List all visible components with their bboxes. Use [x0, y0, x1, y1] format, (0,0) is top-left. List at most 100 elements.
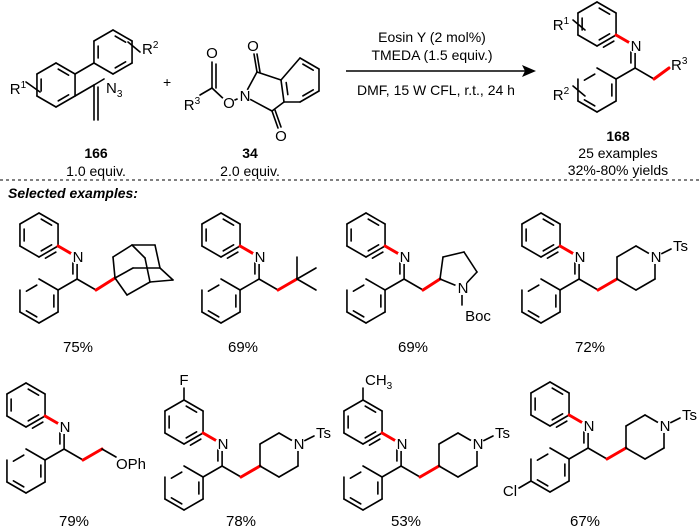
piperidine-nitrogen: N — [651, 249, 662, 266]
double-bond-line — [27, 388, 40, 396]
bond — [220, 278, 241, 291]
bond — [362, 465, 383, 478]
bond — [346, 212, 367, 225]
piperidine-nitrogen: N — [473, 436, 484, 453]
double-bond-line — [185, 431, 198, 439]
product-yield-range: 32%-80% yields — [568, 162, 668, 178]
bond — [365, 278, 386, 291]
double-bond-line — [602, 40, 615, 48]
yield-5: 79% — [59, 513, 89, 529]
bond — [112, 29, 133, 42]
bond — [239, 278, 260, 291]
atom-mask — [291, 437, 305, 451]
bond — [518, 480, 532, 489]
double-bond-line — [114, 35, 127, 43]
atom-mask — [581, 419, 596, 433]
azide-group-base: N — [106, 80, 117, 97]
bond — [25, 382, 46, 395]
double-bond-line — [25, 310, 38, 318]
ring-nitrogen: N — [255, 249, 266, 266]
reactant2-r3-base: R — [184, 97, 195, 114]
bond — [296, 278, 317, 291]
bond — [258, 278, 279, 291]
bond — [220, 245, 241, 258]
double-bond-line — [551, 413, 564, 421]
double-bond-line — [40, 218, 53, 226]
atom-mask — [70, 250, 85, 264]
methyl-substituent-sub: 3 — [387, 381, 393, 392]
reactant1-id: 166 — [84, 145, 108, 161]
bond — [271, 110, 279, 129]
bond — [55, 95, 76, 108]
selected-examples-title: Selected examples: — [8, 185, 138, 201]
bond — [540, 245, 561, 258]
bond — [365, 212, 386, 225]
double-bond-line — [302, 89, 315, 97]
chloro-substituent: Cl — [503, 483, 517, 500]
product-example-count: 25 examples — [578, 145, 657, 161]
bond — [362, 432, 383, 445]
bond — [540, 311, 561, 324]
bond — [616, 245, 637, 258]
double-bond-line — [189, 438, 202, 446]
bond — [6, 415, 27, 428]
bond — [253, 53, 258, 73]
bond — [568, 447, 589, 460]
atom-mask — [628, 39, 643, 53]
bond — [540, 212, 561, 225]
methyl-substituent-base: CH — [365, 372, 387, 389]
bond — [6, 382, 27, 395]
bond — [587, 447, 608, 460]
bond — [343, 498, 364, 511]
atom-mask — [252, 250, 267, 264]
double-bond-line — [367, 244, 380, 252]
double-bond-line — [349, 471, 362, 479]
boc-group: Boc — [465, 308, 491, 325]
ring-nitrogen: N — [584, 418, 595, 435]
bond — [616, 278, 637, 291]
adamantane-bond — [114, 277, 128, 296]
bond — [256, 71, 282, 81]
bond — [549, 381, 570, 394]
bond — [271, 101, 285, 112]
bond — [442, 251, 465, 258]
substituent-bond — [25, 81, 41, 93]
product-r2-sup: 2 — [564, 86, 570, 97]
new-bond — [239, 464, 262, 479]
bond — [93, 29, 114, 42]
reaction-arrow-head — [522, 65, 536, 77]
bond — [278, 465, 299, 478]
yield-6: 78% — [226, 513, 256, 529]
reactant2-r3-sup: 3 — [195, 96, 201, 107]
bond — [280, 79, 285, 103]
imide-oxygen-top: O — [247, 38, 259, 55]
bond — [596, 67, 617, 80]
azide-group-sub: 3 — [117, 89, 123, 100]
bond — [625, 414, 646, 427]
reactant1-equiv: 1.0 equiv. — [66, 163, 126, 179]
adamantane-bond — [144, 257, 151, 283]
bond — [63, 448, 84, 461]
plus-sign: + — [163, 74, 171, 90]
bond — [112, 62, 133, 75]
bond — [365, 245, 386, 258]
product-id: 168 — [606, 128, 630, 144]
product-r3: R3 — [671, 56, 688, 74]
atom-mask — [648, 250, 662, 264]
double-bond-line — [207, 284, 220, 292]
new-bond — [94, 276, 117, 292]
ring-nitrogen: N — [400, 249, 411, 266]
atom-mask — [397, 250, 412, 264]
double-bond-line — [598, 7, 611, 15]
double-bond-line — [222, 218, 235, 226]
bond — [19, 245, 40, 258]
double-bond-line — [551, 387, 564, 395]
bond — [221, 465, 242, 478]
bond — [38, 278, 59, 291]
atom-mask — [394, 437, 409, 451]
bond — [549, 447, 570, 460]
bond — [530, 480, 551, 493]
bond — [549, 414, 570, 427]
product-r1-sup: 1 — [564, 16, 570, 27]
